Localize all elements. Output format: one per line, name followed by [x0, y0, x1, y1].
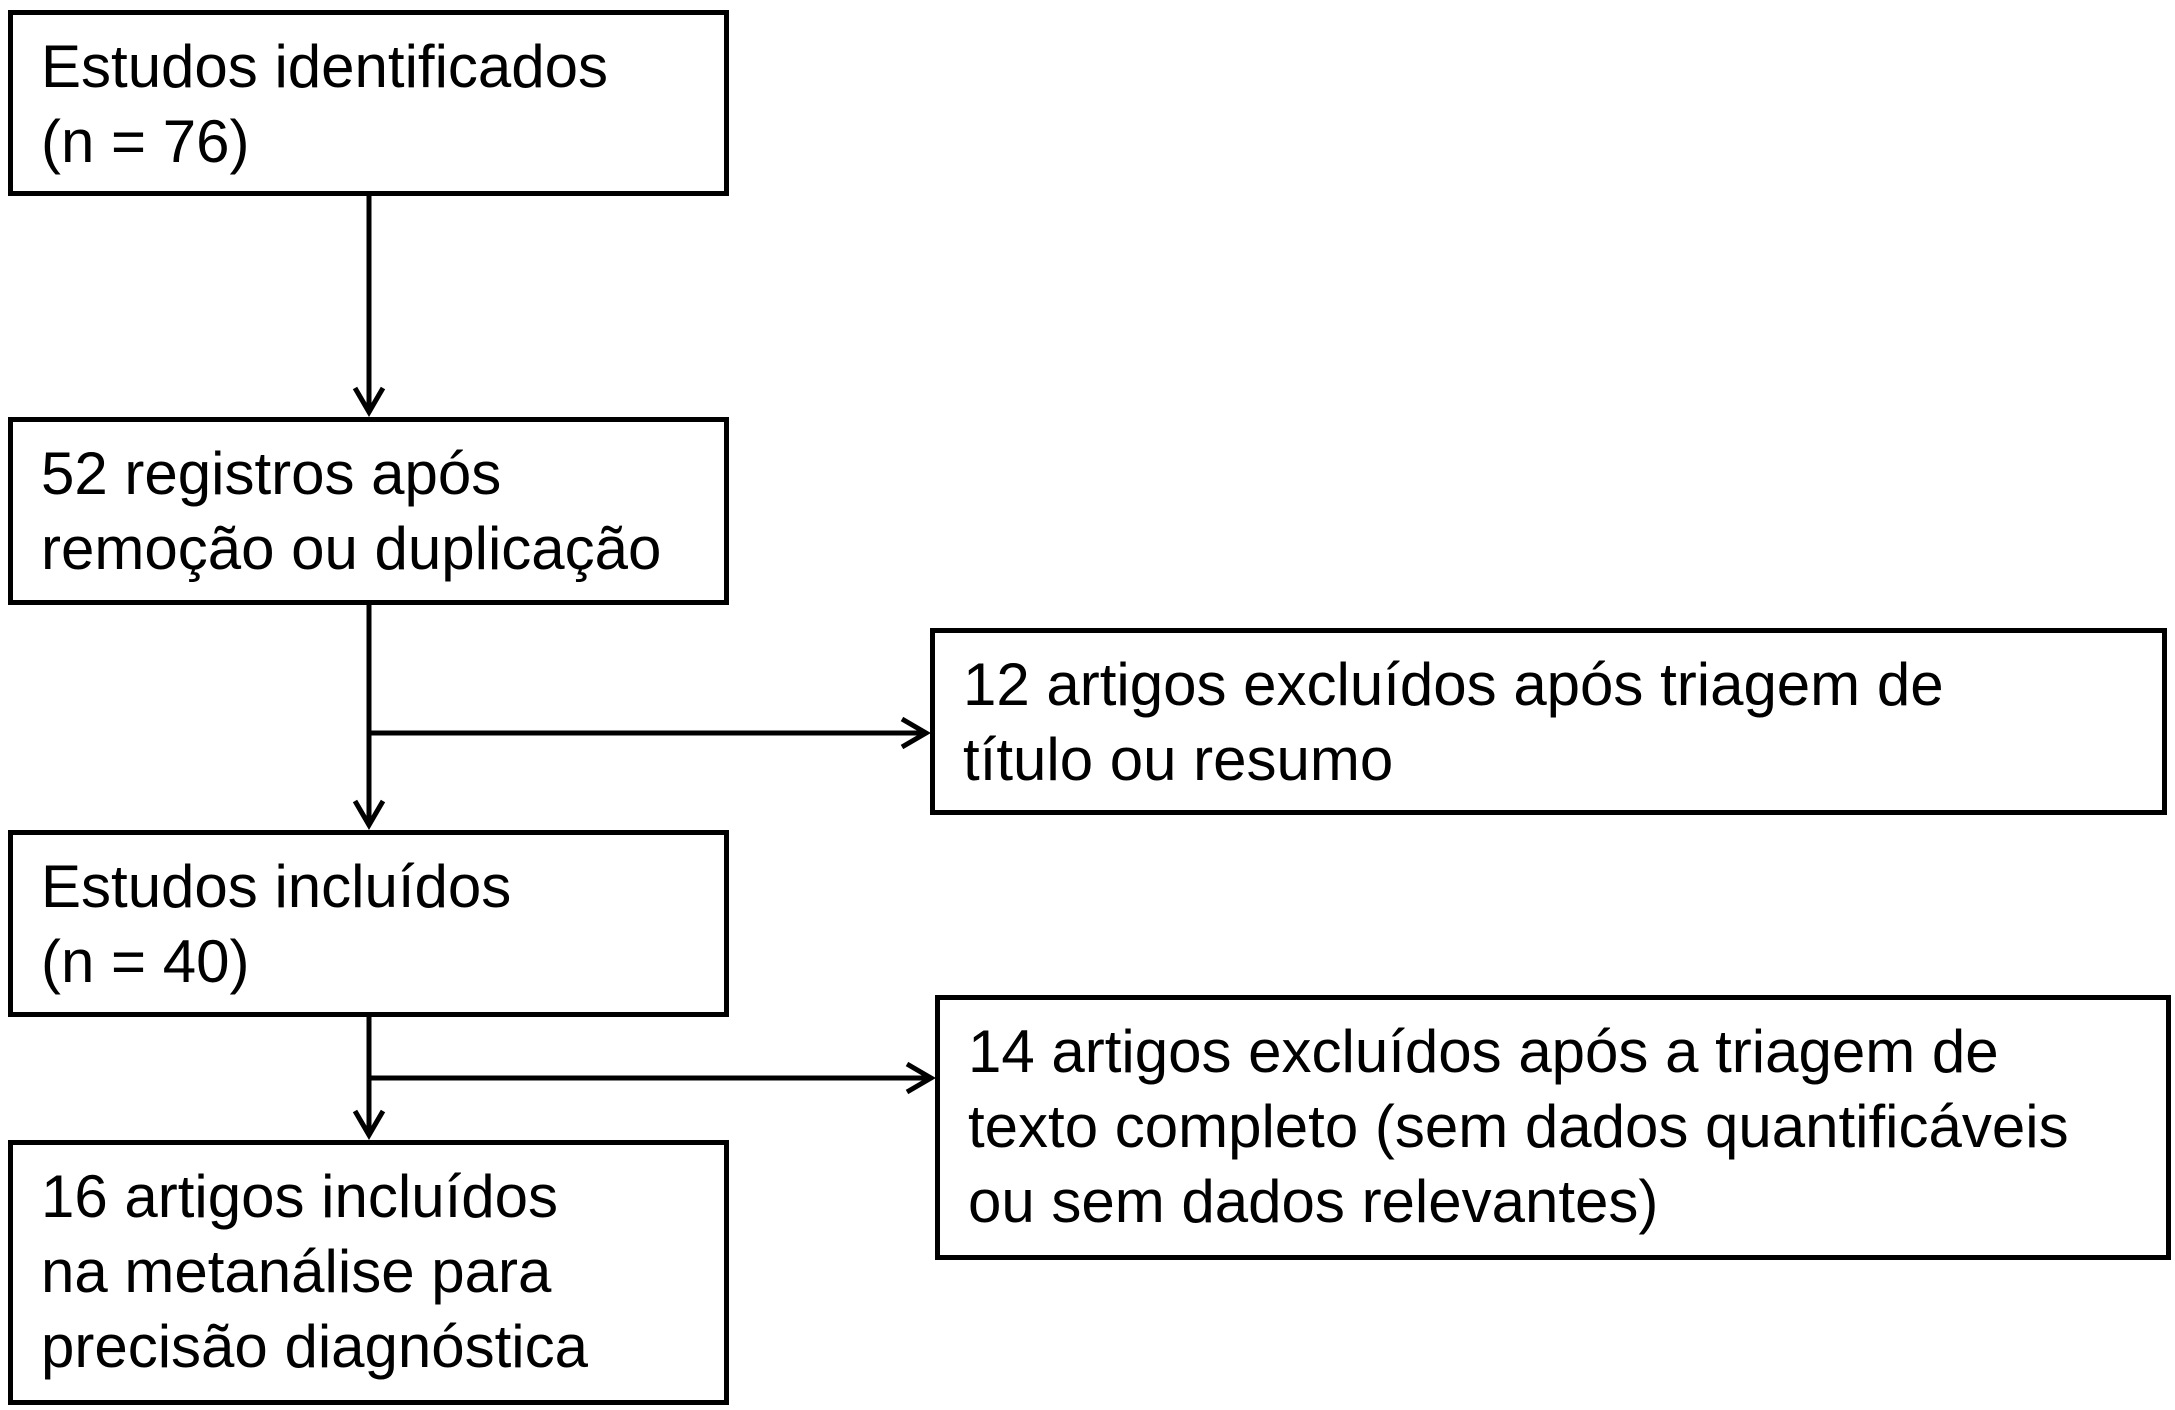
box-excluded-title-abstract: 12 artigos excluídos após triagem de tít… [930, 628, 2167, 815]
box-text-line: precisão diagnóstica [41, 1313, 589, 1380]
box-studies-included: Estudos incluídos (n = 40) [8, 830, 729, 1017]
arrowhead-to-excluded-title [900, 716, 931, 750]
box-text-line: na metanálise para [41, 1238, 552, 1305]
box-text-line: 52 registros após [41, 440, 502, 507]
arrowhead-identified-to-dedup [352, 386, 386, 417]
box-studies-identified: Estudos identificados (n = 76) [8, 10, 729, 196]
box-text-line: (n = 40) [41, 928, 250, 995]
arrowhead-dedup-to-included [352, 799, 386, 830]
box-after-deduplication: 52 registros após remoção ou duplicação [8, 417, 729, 605]
box-text-line: (n = 76) [41, 108, 250, 175]
box-text-line: 16 artigos incluídos [41, 1163, 558, 1230]
box-text-line: remoção ou duplicação [41, 515, 662, 582]
box-text-line: texto completo (sem dados quantificáveis [968, 1093, 2069, 1160]
box-text-line: título ou resumo [963, 726, 1394, 793]
box-excluded-full-text: 14 artigos excluídos após a triagem de t… [935, 995, 2171, 1260]
box-text-line: Estudos incluídos [41, 853, 512, 920]
arrowhead-included-to-meta [352, 1109, 386, 1140]
box-text-line: Estudos identificados [41, 33, 609, 100]
box-text-line: ou sem dados relevantes) [968, 1168, 1659, 1235]
arrowhead-to-excluded-fulltext [905, 1061, 936, 1095]
box-meta-analysis: 16 artigos incluídos na metanálise para … [8, 1140, 729, 1405]
box-text-line: 14 artigos excluídos após a triagem de [968, 1018, 1999, 1085]
box-text-line: 12 artigos excluídos após triagem de [963, 651, 1944, 718]
